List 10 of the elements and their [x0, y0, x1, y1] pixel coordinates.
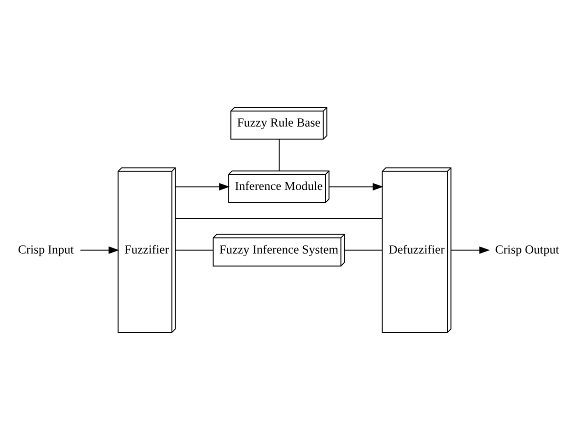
arrow — [80, 246, 120, 254]
arrow — [328, 183, 384, 190]
connector — [174, 250, 214, 251]
node-text: Crisp Output — [495, 242, 560, 256]
connector — [344, 250, 383, 251]
connector — [278, 138, 280, 171]
node-text: Crisp Input — [18, 242, 74, 256]
arrow — [174, 183, 230, 190]
connector — [174, 218, 382, 219]
arrow — [450, 246, 490, 254]
